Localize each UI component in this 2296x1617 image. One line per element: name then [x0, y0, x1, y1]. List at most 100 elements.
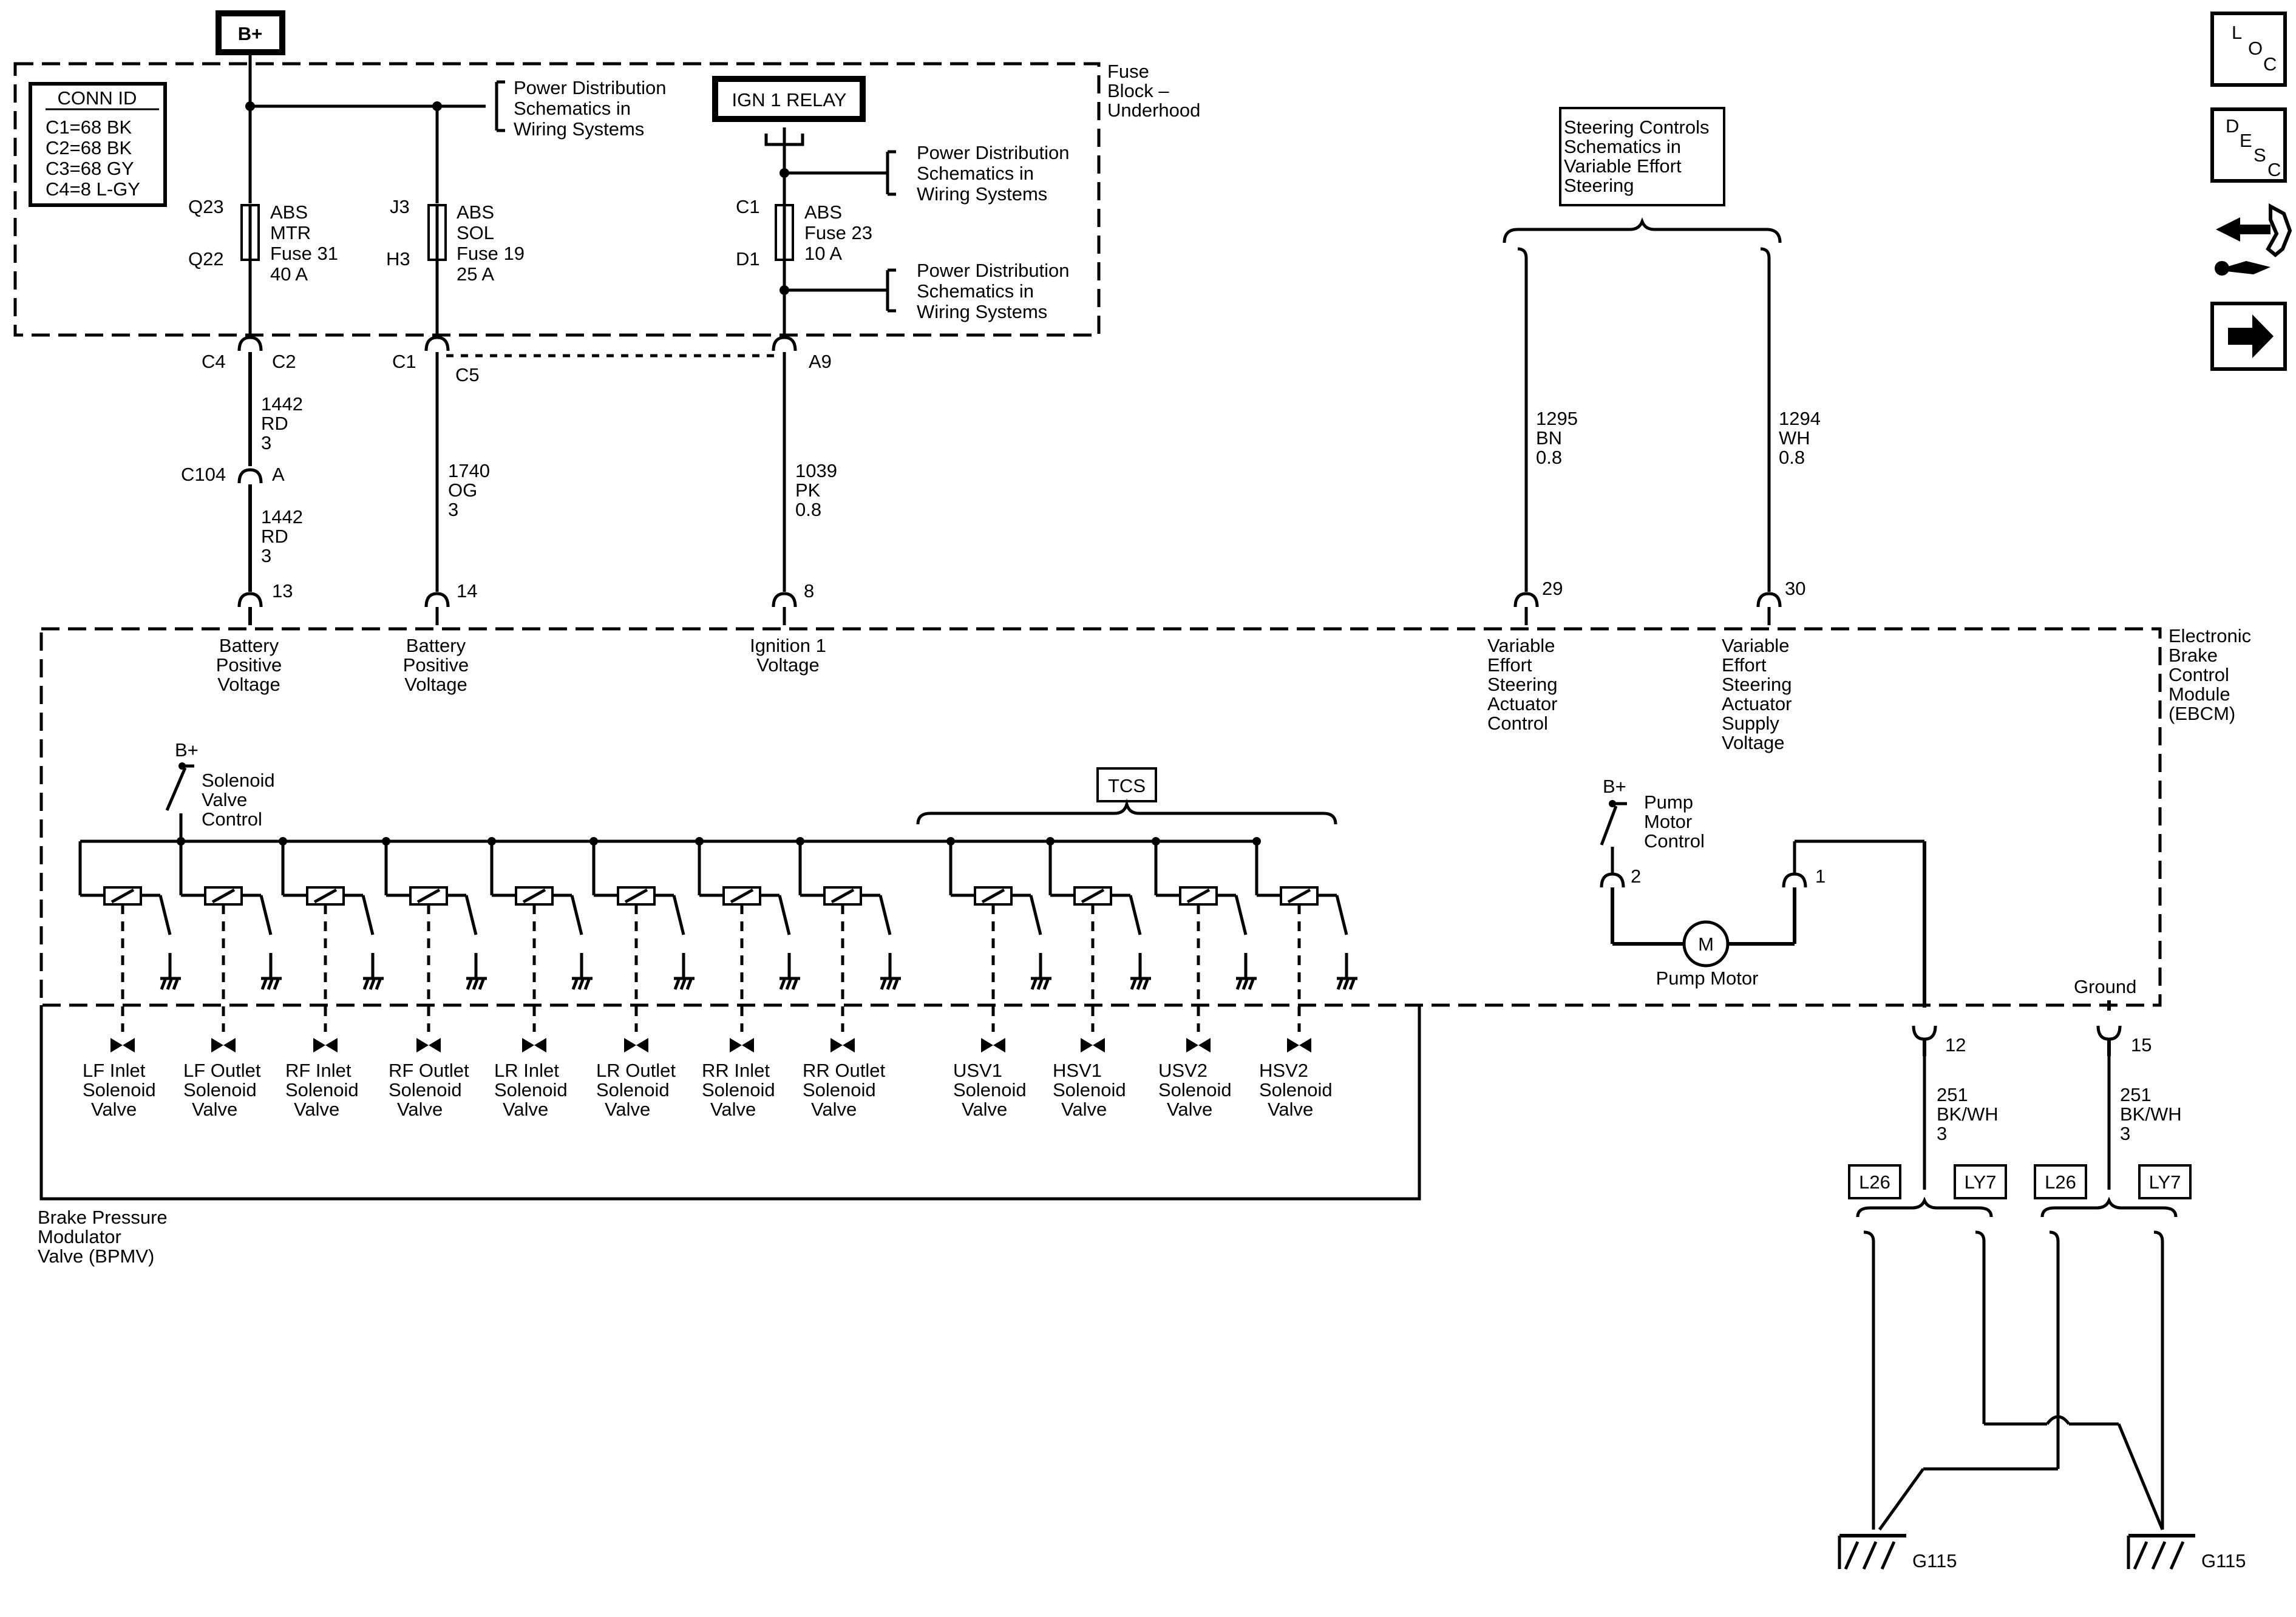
- svg-text:Schematics in: Schematics in: [514, 98, 631, 119]
- valve-label: Solenoid: [953, 1079, 1027, 1100]
- svg-text:ABS: ABS: [804, 202, 842, 223]
- valve-label: Valve: [1061, 1099, 1107, 1120]
- svg-text:B+: B+: [1603, 776, 1626, 797]
- ebcm-label: Electronic Brake Control Module (EBCM): [2169, 625, 2251, 724]
- svg-text:MTR: MTR: [270, 222, 311, 243]
- pump-motor-control-switch: B+ Pump Motor Control: [1600, 776, 1705, 852]
- svg-text:(EBCM): (EBCM): [2169, 703, 2235, 724]
- svg-text:A9: A9: [809, 351, 832, 372]
- solenoid-drivers: [78, 837, 1357, 1032]
- svg-text:Electronic: Electronic: [2169, 625, 2251, 646]
- diagnostic-tool-icon[interactable]: [2215, 203, 2292, 276]
- option-ly7-b: LY7: [2138, 1164, 2192, 1199]
- svg-text:Module: Module: [2169, 683, 2230, 705]
- svg-text:Ignition 1: Ignition 1: [750, 635, 826, 656]
- svg-text:3: 3: [1937, 1123, 1947, 1144]
- svg-text:3: 3: [261, 545, 271, 566]
- valve-label: Solenoid: [389, 1079, 462, 1100]
- wire-1039: 1039 PK 0.8: [795, 460, 837, 520]
- valve-label: RF Outlet: [389, 1060, 469, 1081]
- svg-text:Positive: Positive: [216, 654, 282, 676]
- ign1-relay: IGN 1 RELAY: [712, 76, 866, 146]
- svg-text:Variable: Variable: [1722, 635, 1789, 656]
- svg-text:40 A: 40 A: [270, 263, 308, 285]
- pump-motor: M Pump Motor: [1656, 920, 1758, 989]
- svg-text:Actuator: Actuator: [1722, 693, 1792, 714]
- svg-text:1039: 1039: [795, 460, 837, 481]
- solenoid-driver: [946, 837, 1051, 1032]
- svg-text:Brake Pressure: Brake Pressure: [38, 1207, 168, 1228]
- fuse-block-boundary: [13, 62, 1101, 337]
- svg-text:L26: L26: [1859, 1171, 1890, 1193]
- svg-text:SOL: SOL: [457, 222, 494, 243]
- svg-text:1442: 1442: [261, 506, 303, 527]
- svg-text:C3=68 GY: C3=68 GY: [46, 158, 134, 179]
- svg-text:Variable: Variable: [1487, 635, 1555, 656]
- b-plus-source: B+: [216, 10, 285, 55]
- svg-text:Battery: Battery: [406, 635, 466, 656]
- valve-label: Solenoid: [803, 1079, 876, 1100]
- power-dist-ref-2: Power Distribution Schematics in Wiring …: [917, 142, 1070, 205]
- ebcm-input-pins: 13 14 8 29 30: [237, 578, 1805, 625]
- svg-text:Power Distribution: Power Distribution: [514, 77, 667, 98]
- svg-text:B+: B+: [175, 739, 199, 761]
- svg-text:Wiring Systems: Wiring Systems: [917, 301, 1047, 322]
- svg-text:2: 2: [1631, 866, 1641, 887]
- svg-text:Fuse: Fuse: [1107, 61, 1149, 82]
- svg-text:ABS: ABS: [270, 202, 308, 223]
- valve-label: Solenoid: [83, 1079, 156, 1100]
- svg-text:C4: C4: [202, 351, 226, 372]
- svg-text:E: E: [2240, 130, 2252, 151]
- valve-label: RR Outlet: [803, 1060, 885, 1081]
- solenoid-driver: [796, 837, 901, 1032]
- desc-icon[interactable]: D E S C: [2210, 107, 2287, 183]
- svg-text:L: L: [2232, 22, 2242, 43]
- svg-text:251: 251: [1937, 1084, 1968, 1105]
- svg-text:1294: 1294: [1779, 408, 1821, 429]
- svg-text:Effort: Effort: [1722, 654, 1767, 676]
- wire-1442-b: 1442 RD 3: [261, 506, 303, 566]
- svg-text:1442: 1442: [261, 393, 303, 415]
- svg-text:L26: L26: [2045, 1171, 2076, 1193]
- wire-251-b: 251 BK/WH 3: [2120, 1084, 2182, 1144]
- wire-1442-a: 1442 RD 3: [261, 393, 303, 453]
- svg-text:14: 14: [457, 580, 477, 602]
- svg-text:A: A: [272, 464, 285, 485]
- svg-text:3: 3: [2120, 1123, 2130, 1144]
- valve-label: Solenoid: [596, 1079, 670, 1100]
- svg-text:C5: C5: [455, 364, 480, 385]
- b-plus-label: B+: [238, 23, 263, 44]
- svg-text:BN: BN: [1536, 427, 1562, 449]
- solenoid-driver: [78, 841, 181, 1032]
- svg-text:Fuse 19: Fuse 19: [457, 243, 525, 264]
- connector-c104: C104 A: [181, 464, 285, 485]
- valve-label: Valve: [1268, 1099, 1313, 1120]
- valve-label: HSV1: [1053, 1060, 1102, 1081]
- valve-label: Valve: [962, 1099, 1007, 1120]
- svg-text:15: 15: [2131, 1034, 2152, 1056]
- fuse-block-connectors: C4 C2 C1 C5 A9: [202, 351, 832, 385]
- svg-text:C4=8 L-GY: C4=8 L-GY: [46, 178, 140, 200]
- svg-text:G115: G115: [2201, 1550, 2246, 1571]
- option-l26-a: L26: [1848, 1164, 1901, 1199]
- valve-label: Solenoid: [702, 1079, 775, 1100]
- solenoid-driver: [279, 837, 384, 1032]
- svg-text:C1: C1: [736, 196, 760, 217]
- svg-text:C2=68 BK: C2=68 BK: [46, 137, 132, 158]
- svg-text:Voltage: Voltage: [1722, 732, 1784, 753]
- svg-text:Positive: Positive: [403, 654, 469, 676]
- loc-icon[interactable]: L O C: [2210, 12, 2287, 87]
- valve-label: LR Inlet: [494, 1060, 559, 1081]
- next-page-icon[interactable]: [2210, 302, 2287, 371]
- power-dist-ref-1: Power Distribution Schematics in Wiring …: [514, 77, 667, 140]
- svg-text:Fuse 31: Fuse 31: [270, 243, 338, 264]
- svg-text:Schematics in: Schematics in: [1564, 136, 1681, 157]
